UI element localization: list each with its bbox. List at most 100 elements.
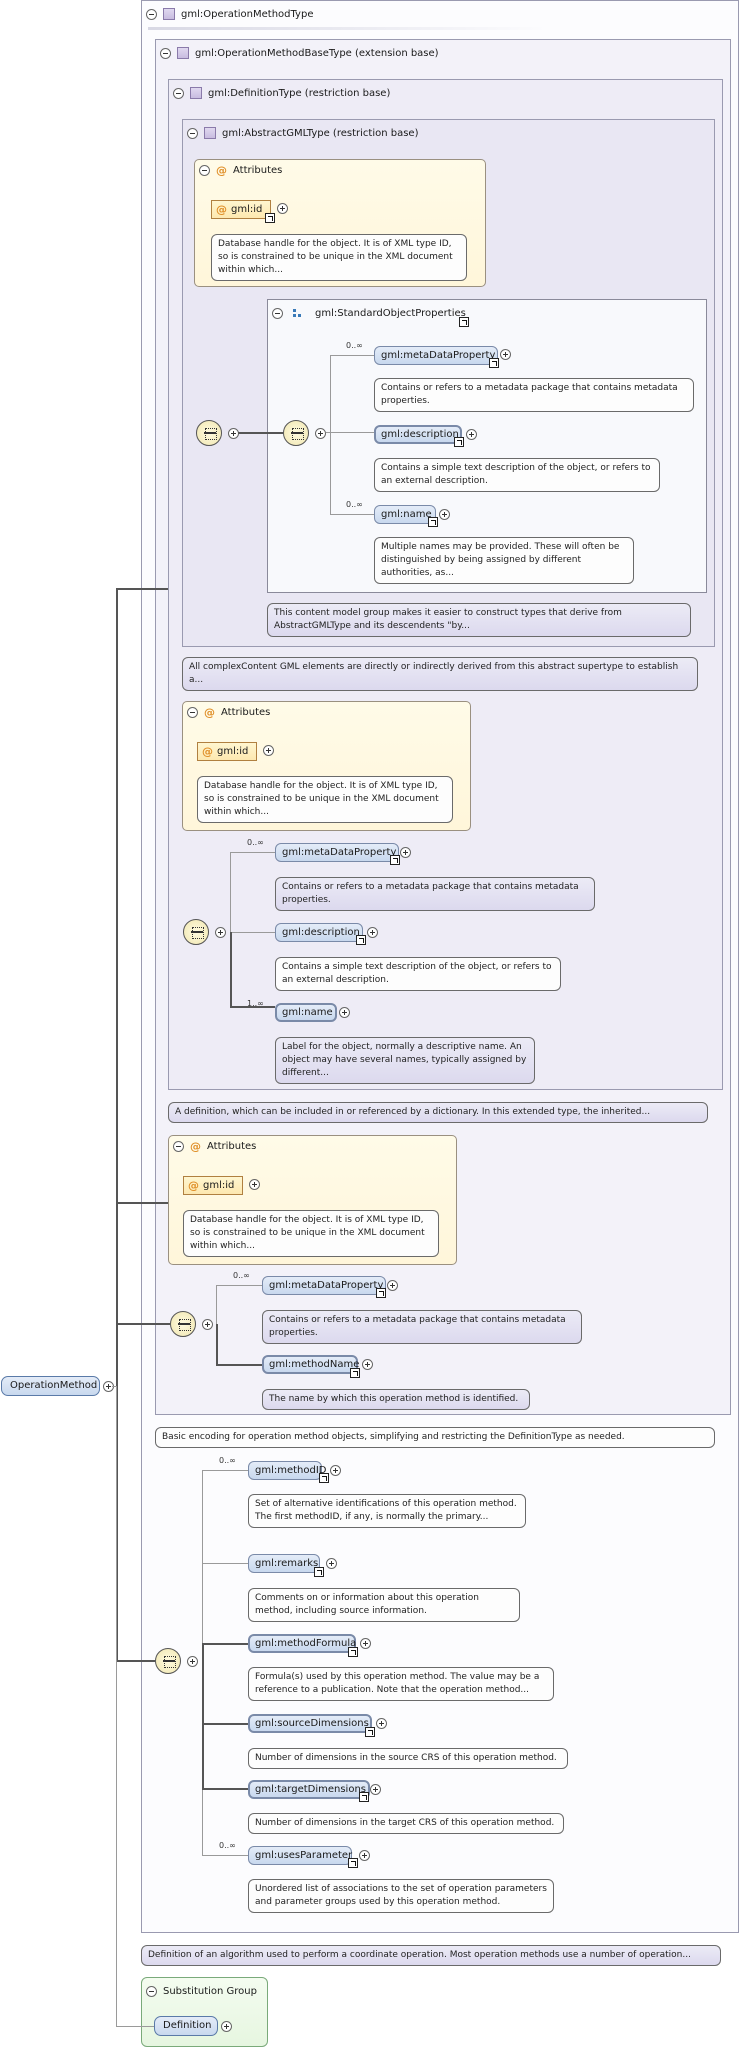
sequence-compositor[interactable] bbox=[155, 1648, 181, 1674]
occurrence-label: 0..∞ bbox=[219, 1456, 236, 1465]
element-metadataproperty[interactable]: gml:metaDataProperty bbox=[374, 346, 498, 365]
abstract-gml-doc: All complexContent GML elements are dire… bbox=[182, 657, 698, 691]
expand-icon[interactable] bbox=[359, 1850, 370, 1861]
root-element-operationmethod[interactable]: OperationMethod bbox=[1, 1376, 100, 1396]
attributes-label: Attributes bbox=[221, 706, 271, 718]
sequence-compositor[interactable] bbox=[283, 420, 309, 446]
collapse-icon[interactable] bbox=[173, 87, 184, 99]
element-name: gml:remarks bbox=[255, 1558, 319, 1569]
sequence-compositor[interactable] bbox=[196, 420, 222, 446]
element-name: gml:name bbox=[282, 1007, 333, 1018]
collapse-icon[interactable] bbox=[173, 1140, 184, 1152]
reference-icon[interactable] bbox=[376, 1288, 386, 1298]
expand-icon[interactable] bbox=[326, 1558, 337, 1569]
expand-icon[interactable] bbox=[362, 1359, 373, 1370]
attribute-icon: @ bbox=[190, 1139, 201, 1153]
expand-icon[interactable] bbox=[367, 927, 378, 938]
element-definition[interactable]: Definition bbox=[154, 2016, 218, 2036]
expand-icon[interactable] bbox=[277, 203, 288, 214]
reference-icon[interactable] bbox=[348, 1858, 358, 1868]
element-doc: Set of alternative identifications of th… bbox=[248, 1494, 526, 1528]
expand-icon[interactable] bbox=[387, 1280, 398, 1291]
reference-icon[interactable] bbox=[489, 358, 499, 368]
element-name-item[interactable]: gml:name bbox=[374, 505, 436, 524]
reference-icon[interactable] bbox=[459, 317, 469, 327]
element-description[interactable]: gml:description bbox=[275, 923, 363, 942]
element-description[interactable]: gml:description bbox=[374, 425, 462, 444]
element-targetdimensions[interactable]: gml:targetDimensions bbox=[248, 1780, 370, 1799]
group-title: gml:StandardObjectProperties bbox=[315, 307, 466, 319]
element-name: gml:metaDataProperty bbox=[269, 1280, 384, 1291]
attribute-icon: @ bbox=[204, 705, 215, 719]
collapse-icon[interactable] bbox=[146, 8, 157, 20]
expand-icon[interactable] bbox=[439, 509, 450, 520]
reference-icon[interactable] bbox=[390, 855, 400, 865]
expand-icon[interactable] bbox=[500, 349, 511, 360]
expand-icon[interactable] bbox=[249, 1179, 260, 1190]
reference-icon[interactable] bbox=[356, 935, 366, 945]
element-name: gml:sourceDimensions bbox=[255, 1718, 369, 1729]
reference-icon[interactable] bbox=[359, 1792, 369, 1802]
element-name: gml:metaDataProperty bbox=[282, 847, 397, 858]
group-doc: This content model group makes it easier… bbox=[267, 603, 691, 637]
base-doc: Basic encoding for operation method obje… bbox=[155, 1427, 715, 1448]
attribute-name: gml:id bbox=[203, 1180, 235, 1191]
complex-type-icon bbox=[190, 87, 202, 99]
expand-icon[interactable] bbox=[339, 1007, 350, 1018]
substitution-group: Substitution Group bbox=[141, 1977, 268, 2047]
collapse-icon[interactable] bbox=[199, 164, 210, 176]
reference-icon[interactable] bbox=[428, 517, 438, 527]
collapse-icon[interactable] bbox=[215, 927, 226, 938]
reference-icon[interactable] bbox=[314, 1567, 324, 1577]
element-doc: Multiple names may be provided. These wi… bbox=[374, 537, 634, 584]
element-metadataproperty[interactable]: gml:metaDataProperty bbox=[262, 1276, 386, 1295]
attribute-id[interactable]: @ gml:id bbox=[183, 1176, 243, 1195]
collapse-icon[interactable] bbox=[202, 1319, 213, 1330]
expand-icon[interactable] bbox=[360, 1638, 371, 1649]
element-doc: Comments on or information about this op… bbox=[248, 1588, 520, 1622]
expand-icon[interactable] bbox=[221, 2021, 232, 2032]
element-name-item[interactable]: gml:name bbox=[275, 1003, 337, 1022]
collapse-icon[interactable] bbox=[187, 706, 198, 718]
collapse-icon[interactable] bbox=[187, 127, 198, 139]
reference-icon[interactable] bbox=[319, 1473, 329, 1483]
collapse-icon[interactable] bbox=[187, 1656, 198, 1667]
element-remarks[interactable]: gml:remarks bbox=[248, 1554, 320, 1573]
collapse-icon[interactable] bbox=[146, 1985, 157, 1997]
attributes-group: @ Attributes @ gml:id Database handle fo… bbox=[168, 1135, 457, 1265]
occurrence-label: 0..∞ bbox=[346, 341, 363, 350]
element-sourcedimensions[interactable]: gml:sourceDimensions bbox=[248, 1714, 372, 1733]
reference-icon[interactable] bbox=[348, 1647, 358, 1657]
sequence-compositor[interactable] bbox=[183, 919, 209, 945]
expand-icon[interactable] bbox=[400, 847, 411, 858]
attributes-label: Attributes bbox=[233, 164, 283, 176]
collapse-icon[interactable] bbox=[160, 47, 171, 59]
element-name: gml:description bbox=[381, 429, 459, 440]
attribute-id[interactable]: @ gml:id bbox=[197, 742, 257, 761]
element-doc: Number of dimensions in the source CRS o… bbox=[248, 1748, 568, 1769]
attribute-id[interactable]: @ gml:id bbox=[211, 200, 271, 219]
expand-icon[interactable] bbox=[370, 1784, 381, 1795]
complex-type-icon bbox=[204, 127, 216, 139]
occurrence-label: 0..∞ bbox=[247, 838, 264, 847]
element-methodname[interactable]: gml:methodName bbox=[262, 1355, 359, 1374]
element-methodformula[interactable]: gml:methodFormula bbox=[248, 1634, 356, 1653]
complex-type-icon bbox=[177, 47, 189, 59]
reference-icon[interactable] bbox=[265, 213, 275, 223]
sequence-compositor[interactable] bbox=[170, 1311, 196, 1337]
element-methodid[interactable]: gml:methodID bbox=[248, 1461, 327, 1480]
collapse-icon[interactable] bbox=[272, 307, 283, 319]
expand-icon[interactable] bbox=[376, 1718, 387, 1729]
collapse-icon[interactable] bbox=[315, 428, 326, 439]
element-usesparameter[interactable]: gml:usesParameter bbox=[248, 1846, 352, 1865]
reference-icon[interactable] bbox=[454, 437, 464, 447]
element-doc: Contains or refers to a metadata package… bbox=[374, 378, 694, 412]
reference-icon[interactable] bbox=[350, 1368, 360, 1378]
expand-icon[interactable] bbox=[263, 745, 274, 756]
reference-icon[interactable] bbox=[365, 1727, 375, 1737]
type-title: gml:OperationMethodBaseType (extension b… bbox=[195, 47, 439, 59]
expand-icon[interactable] bbox=[330, 1465, 341, 1476]
element-metadataproperty[interactable]: gml:metaDataProperty bbox=[275, 843, 399, 862]
element-doc: Contains or refers to a metadata package… bbox=[275, 877, 595, 911]
expand-icon[interactable] bbox=[466, 429, 477, 440]
